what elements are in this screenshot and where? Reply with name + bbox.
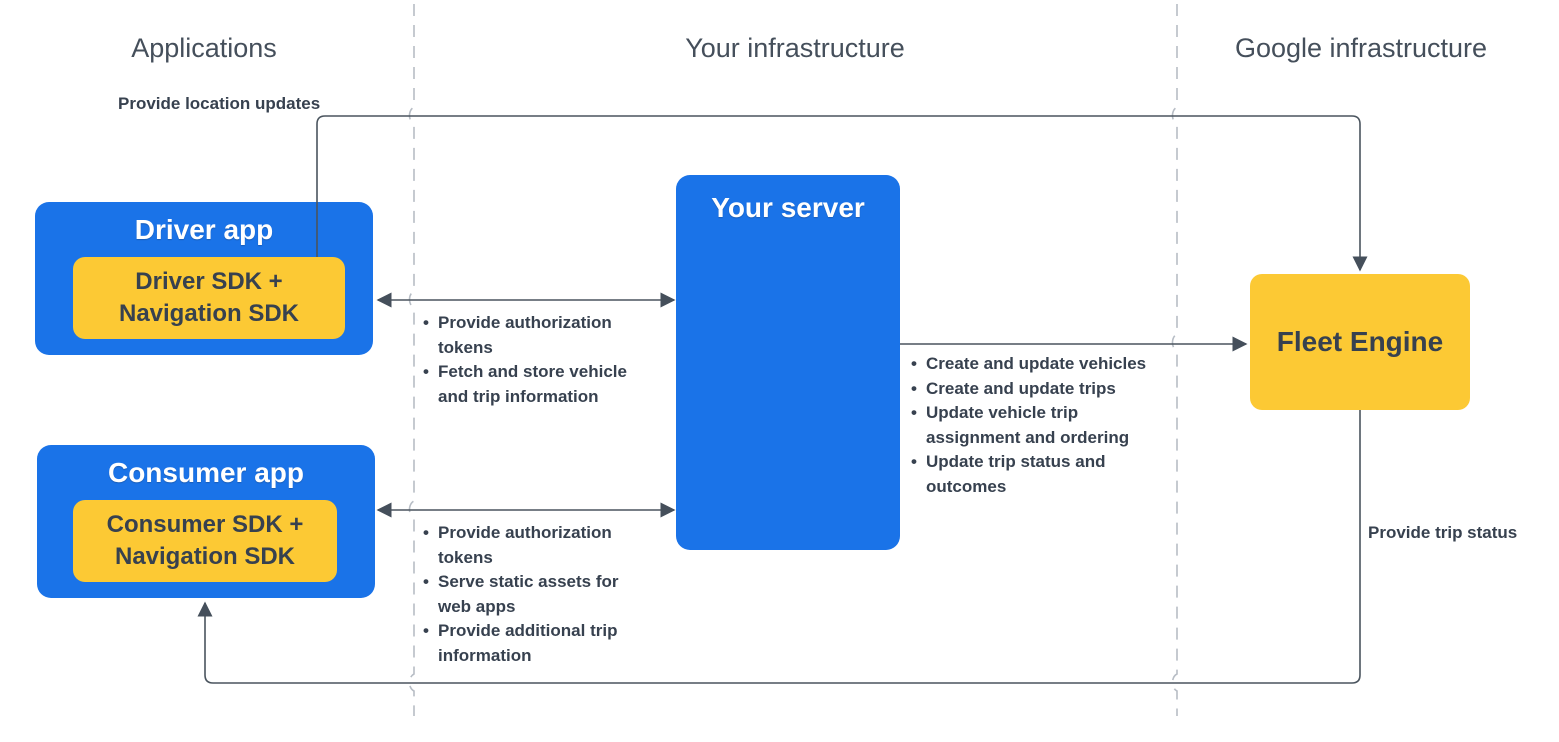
column-header-your-infrastructure: Your infrastructure [685, 33, 905, 63]
list-item: • Serve static assets for web apps [423, 570, 628, 619]
list-item: • Create and update vehicles [911, 352, 1169, 377]
bullet-icon: • [911, 452, 917, 471]
bullet-icon: • [911, 378, 917, 398]
node-consumer-sdk: Consumer SDK + Navigation SDK [73, 500, 337, 582]
column-header-google-infrastructure: Google infrastructure [1234, 33, 1488, 63]
consumer-app-title: Consumer app [107, 457, 305, 488]
bullet-icon: • [423, 523, 429, 542]
fleet-engine-title: Fleet Engine [1276, 326, 1444, 357]
bullets-your-server-fleet-engine: • Create and update vehicles • Create an… [911, 352, 1169, 499]
node-your-server: Your server [676, 175, 900, 550]
bullet-icon: • [423, 621, 429, 640]
bullet-icon: • [423, 362, 429, 381]
list-item: • Update trip status and outcomes [911, 450, 1169, 499]
list-item: • Provide authorization tokens [423, 311, 651, 360]
driver-app-title: Driver app [134, 214, 274, 245]
node-driver-sdk: Driver SDK + Navigation SDK [73, 257, 345, 339]
list-item: • Provide additional trip information [423, 619, 628, 668]
column-header-applications: Applications [131, 33, 277, 63]
node-consumer-app: Consumer app Consumer SDK + Navigation S… [37, 445, 375, 598]
divider-your-infrastructure-google-infrastructure [1171, 4, 1178, 716]
bullet-icon: • [423, 313, 429, 332]
list-item: • Fetch and store vehicle and trip infor… [423, 360, 651, 409]
bullets-driver-app-your-server: • Provide authorization tokens • Fetch a… [423, 311, 651, 409]
label-provide-trip-status: Provide trip status [1368, 523, 1518, 542]
bullet-icon: • [911, 403, 917, 422]
list-item: • Update vehicle trip assignment and ord… [911, 401, 1169, 450]
bullet-icon: • [911, 354, 917, 373]
divider-applications-your-infrastructure [408, 4, 415, 716]
bullet-icon: • [423, 572, 429, 591]
your-server-title: Your server [711, 192, 865, 223]
node-fleet-engine: Fleet Engine [1250, 274, 1470, 410]
node-driver-app: Driver app Driver SDK + Navigation SDK [35, 202, 373, 355]
label-provide-location-updates: Provide location updates [118, 94, 321, 113]
list-item: • Create and update trips [911, 377, 1169, 402]
bullets-consumer-app-your-server: • Provide authorization tokens • Serve s… [423, 521, 628, 668]
list-item: • Provide authorization tokens [423, 521, 628, 570]
